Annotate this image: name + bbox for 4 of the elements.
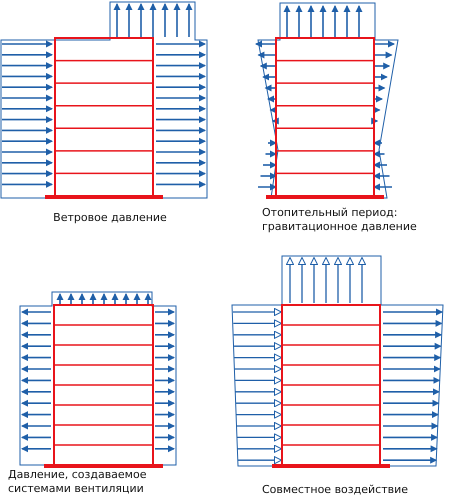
caption: Отопительный период: гравитационное давление: [262, 206, 418, 234]
caption: Ветровое давление: [52, 211, 168, 225]
caption: Давление, создаваемое системами вентиляции: [8, 468, 148, 496]
caption: Совместное воздействие: [260, 483, 410, 497]
